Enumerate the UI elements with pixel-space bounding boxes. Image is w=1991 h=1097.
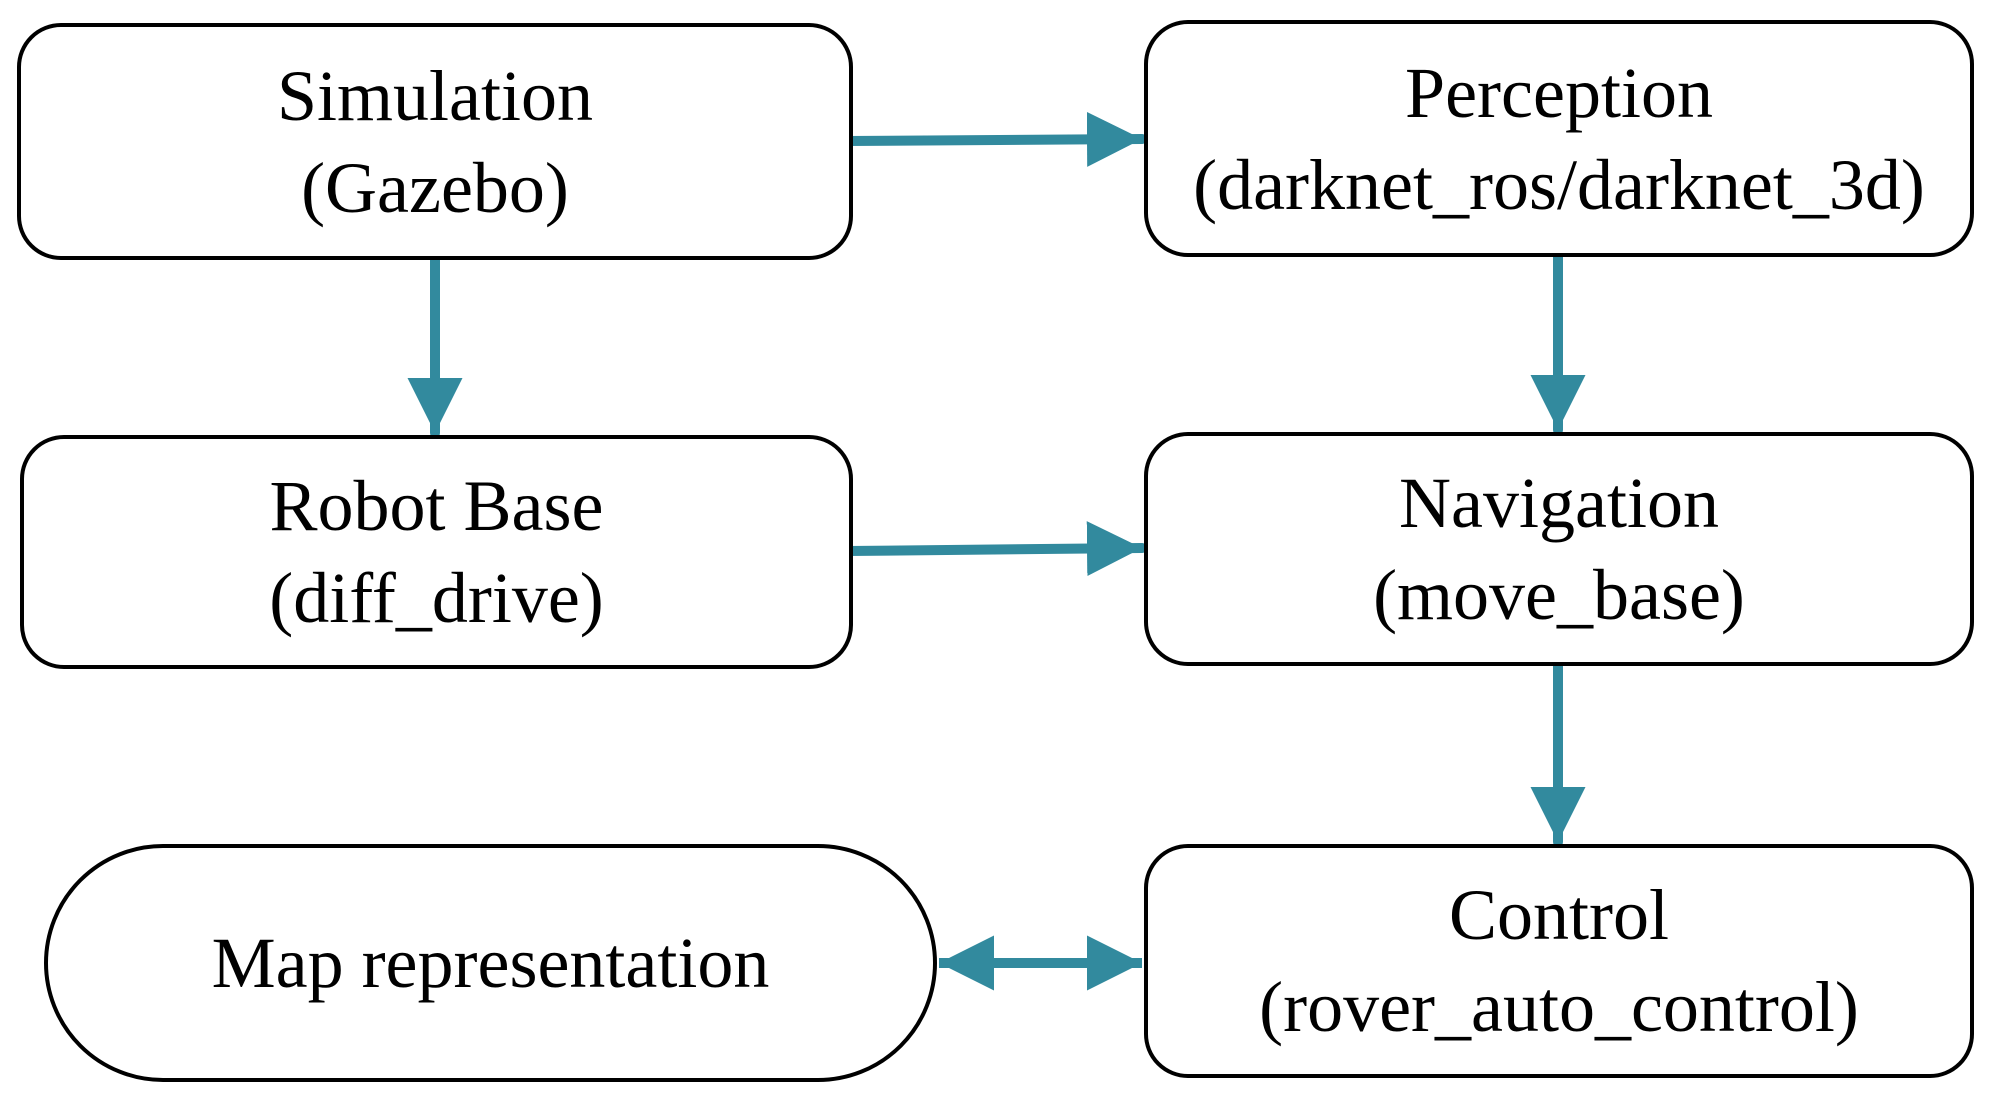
node-robot-base: Robot Base (diff_drive) [20, 435, 853, 669]
node-simulation-title: Simulation [276, 55, 594, 136]
node-perception-title: Perception [1405, 52, 1713, 133]
node-navigation-title: Navigation [1399, 463, 1719, 543]
node-map-representation: Map representation [44, 844, 937, 1082]
node-control-subtitle: (rover_auto_control) [1259, 967, 1859, 1047]
node-navigation: Navigation (move_base) [1144, 432, 1974, 666]
node-navigation-subtitle: (move_base) [1373, 555, 1745, 635]
node-control: Control (rover_auto_control) [1144, 844, 1974, 1078]
node-robot-base-subtitle: (diff_drive) [269, 558, 604, 638]
node-control-title: Control [1448, 875, 1669, 955]
node-perception: Perception (darknet_ros/darknet_3d) [1144, 20, 1974, 257]
node-robot-base-title: Robot Base [269, 466, 604, 546]
node-simulation-subtitle: (Gazebo) [301, 147, 569, 228]
arrow-robot-base-to-navigation [843, 521, 1147, 577]
node-map-representation-title: Map representation [211, 923, 770, 1003]
arrow-simulation-to-perception [843, 111, 1147, 167]
node-simulation: Simulation (Gazebo) [17, 23, 853, 260]
node-perception-subtitle: (darknet_ros/darknet_3d) [1193, 144, 1925, 225]
